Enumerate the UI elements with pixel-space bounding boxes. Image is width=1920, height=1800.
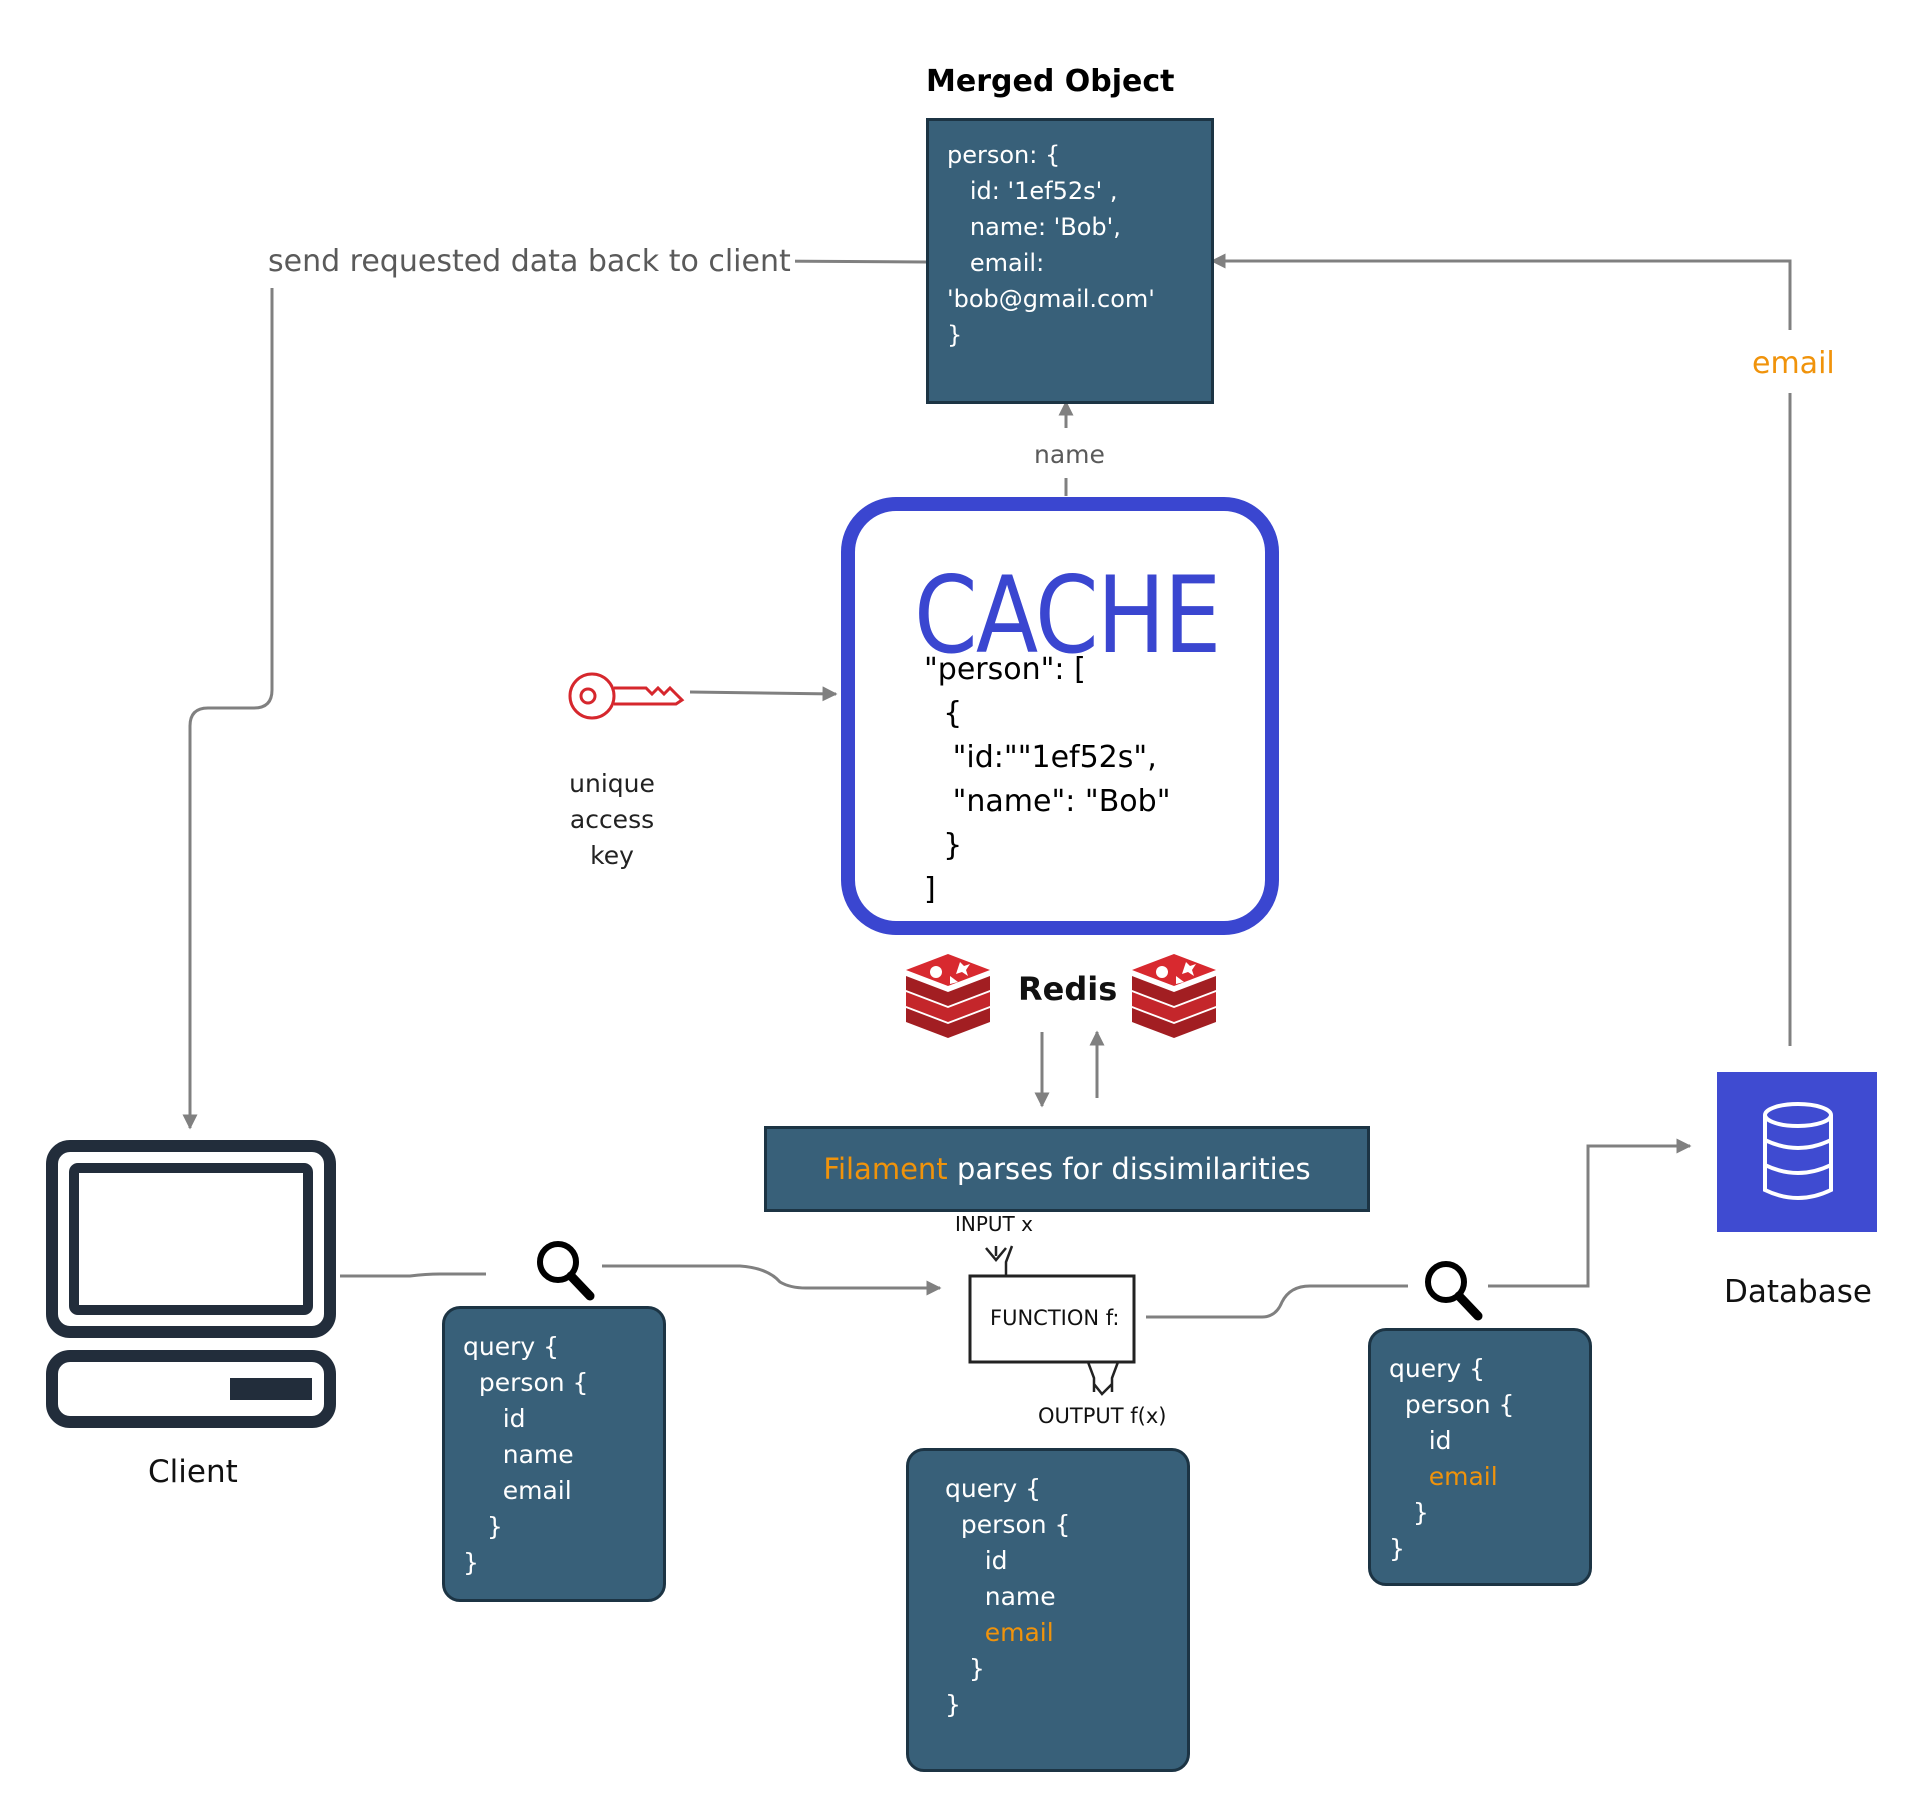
function-label: FUNCTION f: <box>990 1306 1120 1330</box>
database-icon <box>1717 1072 1877 1232</box>
query-function-line: person { <box>945 1510 1071 1539</box>
query-function-code: query { person { id name email }} <box>945 1471 1070 1723</box>
cache-title: CACHE <box>914 554 1221 677</box>
arrow-to-client <box>182 288 274 1130</box>
query-db-line: id <box>1389 1426 1452 1455</box>
merged-line: name: 'Bob', <box>947 213 1121 241</box>
query-db-line: person { <box>1389 1390 1515 1419</box>
key-label-word: unique <box>569 769 655 798</box>
cache-box <box>841 497 1279 935</box>
filament-rest: parses for dissimilarities <box>947 1152 1311 1186</box>
query-client-line: id <box>463 1404 526 1433</box>
database-label: Database <box>1724 1274 1872 1310</box>
query-function-line: name <box>945 1582 1056 1611</box>
name-arrow-label: name <box>1034 440 1105 469</box>
client-label: Client <box>148 1454 238 1490</box>
function-block <box>968 1274 1136 1364</box>
filament-bar: Filament parses for dissimilarities <box>764 1126 1370 1212</box>
merged-line: } <box>947 321 963 349</box>
merged-line: 'bob@gmail.com' <box>947 285 1155 313</box>
redis-logo-right <box>1132 954 1216 1038</box>
cache-line: ] <box>924 872 936 907</box>
cache-line: "name": "Bob" <box>924 784 1171 819</box>
arrow-search-to-function <box>602 1264 942 1296</box>
filament-highlight: Filament <box>823 1152 948 1186</box>
cache-code: "person": [ { "id:""1ef52s", "name": "Bo… <box>924 648 1171 912</box>
query-client-line: email <box>463 1476 572 1505</box>
arrow-function-to-search <box>1146 1284 1408 1319</box>
email-arrow-label: email <box>1752 346 1835 381</box>
key-label-word: key <box>590 841 634 870</box>
query-function-line: query { <box>945 1474 1042 1503</box>
arrow-db-email <box>1210 253 1792 330</box>
query-client-line: name <box>463 1440 574 1469</box>
search-icon-client <box>537 1241 595 1301</box>
query-db-code: query { person { id email }} <box>1389 1351 1514 1567</box>
query-box-function: query { person { id name email }} <box>906 1448 1190 1772</box>
arrow-key-to-cache <box>689 686 838 702</box>
query-db-line: email <box>1389 1462 1498 1491</box>
key-label: unique access key <box>560 766 664 874</box>
cache-line: "id:""1ef52s", <box>924 740 1157 775</box>
function-input-arrow <box>985 1245 1014 1276</box>
query-function-line: id <box>945 1546 1008 1575</box>
query-client-line: person { <box>463 1368 589 1397</box>
query-db-line: } <box>1389 1534 1405 1563</box>
merged-line: email: <box>947 249 1045 277</box>
query-client-code: query { person { id name email }} <box>463 1329 588 1581</box>
query-client-line: } <box>463 1548 479 1577</box>
key-icon <box>568 672 685 720</box>
query-box-db: query { person { id email }} <box>1368 1328 1592 1586</box>
query-db-line: } <box>1389 1498 1429 1527</box>
search-icon-db <box>1425 1261 1483 1321</box>
input-label: INPUT x <box>955 1212 1033 1236</box>
query-function-line: } <box>945 1690 961 1719</box>
cache-line: { <box>924 696 963 731</box>
arrow-client-to-search <box>340 1272 486 1278</box>
key-label-word: access <box>569 805 655 834</box>
query-box-client: query { person { id name email }} <box>442 1306 666 1602</box>
merged-object-title: Merged Object <box>926 64 1175 99</box>
query-function-line: email <box>945 1618 1054 1647</box>
redis-logo <box>906 954 990 1038</box>
cache-line: "person": [ <box>924 652 1086 687</box>
merged-line: id: '1ef52s' , <box>947 177 1118 205</box>
query-db-line: query { <box>1389 1354 1486 1383</box>
merged-object-code: person: { id: '1ef52s' , name: 'Bob', em… <box>947 137 1155 353</box>
filament-text: Filament parses for dissimilarities <box>823 1152 1310 1186</box>
function-output-arrow <box>1086 1361 1120 1396</box>
computer-icon <box>46 1140 336 1428</box>
redis-label: Redis <box>1018 970 1118 1008</box>
query-function-line: } <box>945 1654 985 1683</box>
merged-object-box: person: { id: '1ef52s' , name: 'Bob', em… <box>926 118 1214 404</box>
cache-line: } <box>924 828 963 863</box>
output-label: OUTPUT f(x) <box>1038 1404 1167 1428</box>
query-client-line: } <box>463 1512 503 1541</box>
arrow-search-to-db <box>1488 1138 1692 1288</box>
send-back-label: send requested data back to client <box>264 244 795 279</box>
merged-line: person: { <box>947 141 1061 169</box>
query-client-line: query { <box>463 1332 560 1361</box>
